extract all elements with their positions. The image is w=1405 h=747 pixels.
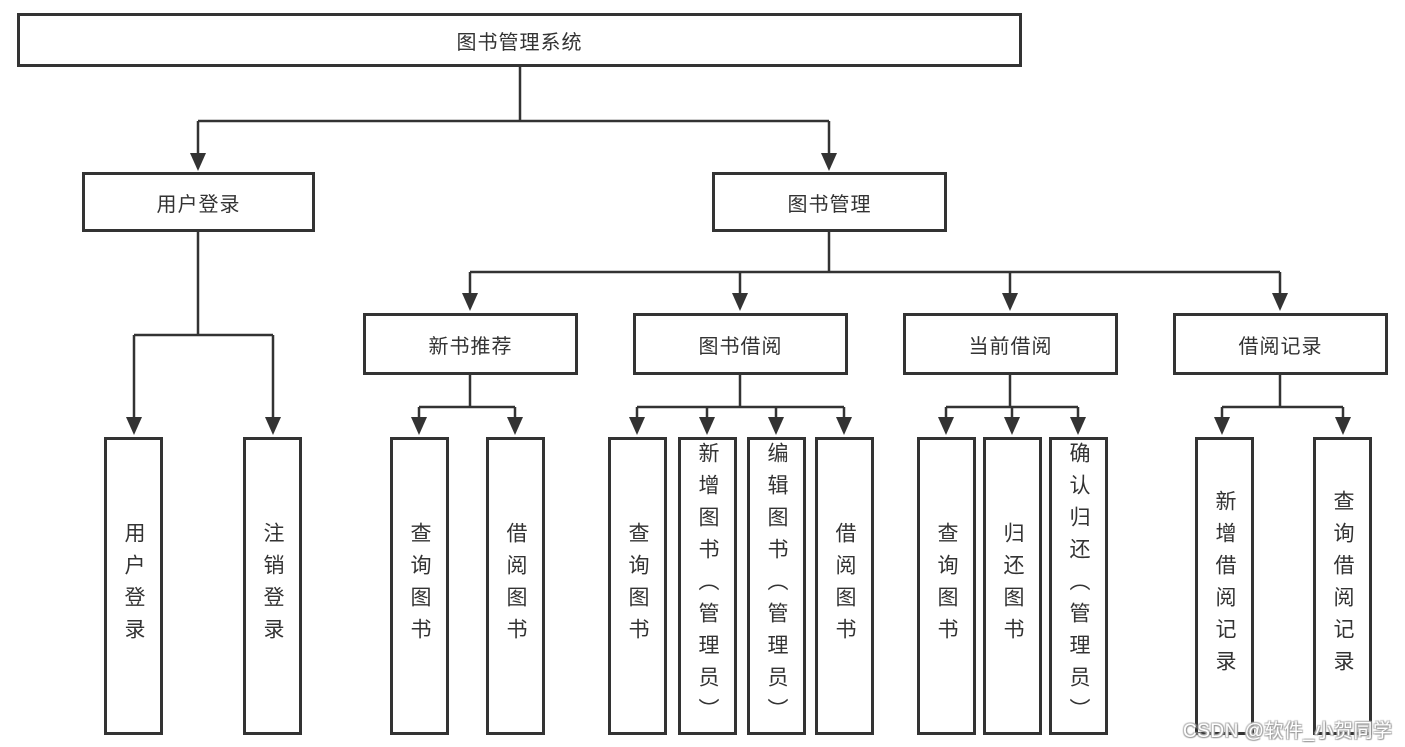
leaf-query-borrow-record: 查询借阅记录 (1313, 437, 1372, 735)
leaf-borrow-book-recommend-label: 借阅图书 (504, 522, 527, 650)
leaf-logout-label: 注销登录 (261, 522, 284, 650)
leaf-query-book-borrow: 查询图书 (608, 437, 667, 735)
node-book-borrow-label: 图书借阅 (698, 335, 783, 358)
leaf-borrow-book: 借阅图书 (815, 437, 874, 735)
node-book-management: 图书管理 (712, 172, 947, 232)
node-current-borrow: 当前借阅 (903, 313, 1118, 375)
leaf-return-book-label: 归还图书 (1001, 522, 1024, 650)
node-root-label: 图书管理系统 (456, 31, 583, 54)
node-user-login: 用户登录 (82, 172, 315, 232)
leaf-query-book-recommend-label: 查询图书 (408, 522, 431, 650)
leaf-query-book-current-label: 查询图书 (935, 522, 958, 650)
leaf-query-borrow-record-label: 查询借阅记录 (1331, 490, 1354, 682)
leaf-logout: 注销登录 (243, 437, 302, 735)
leaf-add-book-admin: 新增图书（管理员） (678, 437, 737, 735)
node-user-login-label: 用户登录 (156, 193, 241, 216)
node-borrow-record: 借阅记录 (1173, 313, 1388, 375)
leaf-user-login-label: 用户登录 (122, 522, 145, 650)
leaf-user-login: 用户登录 (104, 437, 163, 735)
leaf-return-book: 归还图书 (983, 437, 1042, 735)
leaf-add-book-admin-label: 新增图书（管理员） (696, 442, 719, 730)
arrowhead-icons (126, 153, 1351, 435)
leaf-add-borrow-record-label: 新增借阅记录 (1213, 490, 1236, 682)
leaf-query-book-borrow-label: 查询图书 (626, 522, 649, 650)
node-book-borrow: 图书借阅 (633, 313, 848, 375)
leaf-confirm-return-admin-label: 确认归还（管理员） (1067, 442, 1090, 730)
csdn-watermark: CSDN @软件_小贺同学 (1183, 721, 1393, 742)
leaf-borrow-book-recommend: 借阅图书 (486, 437, 545, 735)
leaf-confirm-return-admin: 确认归还（管理员） (1049, 437, 1108, 735)
leaf-edit-book-admin-label: 编辑图书（管理员） (765, 442, 788, 730)
leaf-borrow-book-label: 借阅图书 (833, 522, 856, 650)
node-book-management-label: 图书管理 (787, 193, 872, 216)
leaf-add-borrow-record: 新增借阅记录 (1195, 437, 1254, 735)
leaf-query-book-current: 查询图书 (917, 437, 976, 735)
leaf-edit-book-admin: 编辑图书（管理员） (747, 437, 806, 735)
node-new-book-recommend: 新书推荐 (363, 313, 578, 375)
leaf-query-book-recommend: 查询图书 (390, 437, 449, 735)
node-borrow-record-label: 借阅记录 (1238, 335, 1323, 358)
node-root: 图书管理系统 (17, 13, 1022, 67)
node-new-book-recommend-label: 新书推荐 (428, 335, 513, 358)
node-current-borrow-label: 当前借阅 (968, 335, 1053, 358)
